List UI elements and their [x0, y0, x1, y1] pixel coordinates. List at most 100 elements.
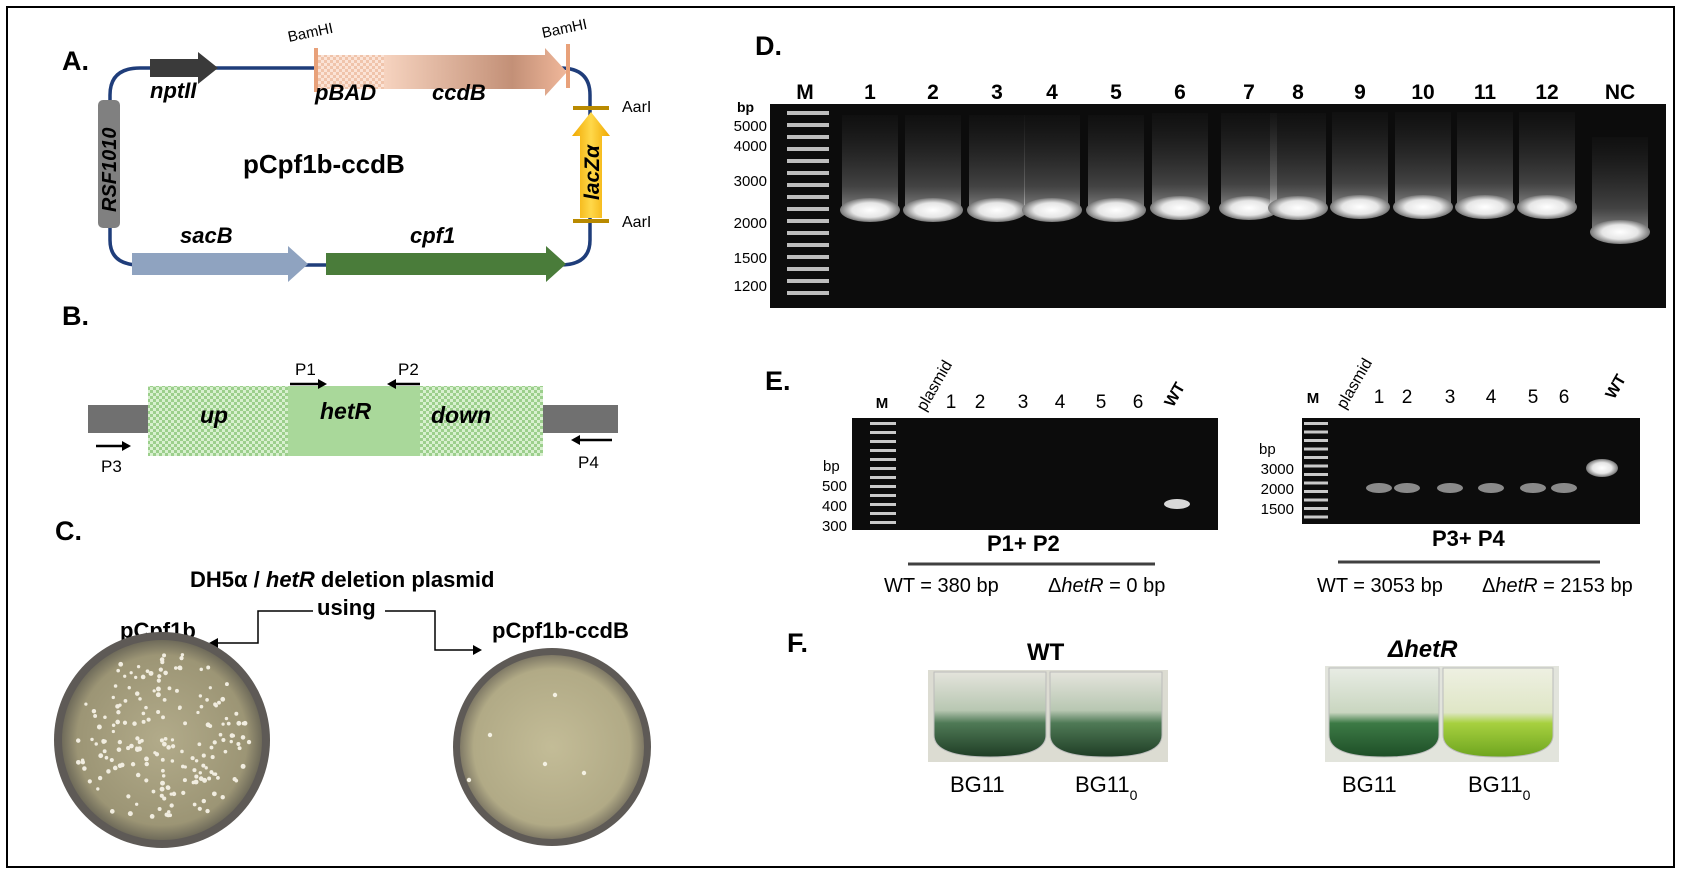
colony: [113, 684, 118, 688]
gel-e1-ladder-band: [870, 467, 896, 470]
gel-d-ladder-band: [787, 207, 829, 211]
gel-d-lane-label: 11: [1474, 81, 1497, 104]
colony: [178, 705, 182, 710]
colony: [163, 670, 168, 676]
primer-p4-arrow: [571, 435, 612, 445]
RSF1010-gene-box: [98, 100, 120, 228]
gel-d-ladder-band: [787, 279, 829, 283]
gel-d-smear: [842, 115, 898, 210]
colony: [196, 710, 200, 715]
gel-e2-band: [1520, 483, 1546, 493]
colony: [130, 762, 136, 767]
colony: [116, 668, 120, 673]
colony: [183, 721, 188, 726]
colony: [90, 737, 94, 742]
colony: [156, 709, 161, 715]
colony: [96, 724, 102, 730]
gel-d-smear: [1088, 115, 1144, 210]
colony: [161, 715, 165, 720]
colony: [170, 738, 175, 742]
panel-b-label: B.: [62, 301, 89, 331]
lacZ-label: lacZα: [581, 144, 604, 200]
primer-p2-arrow: [387, 379, 420, 389]
colony: [198, 776, 204, 781]
colony: [170, 759, 175, 763]
gel-d-ladder-label: 4000: [734, 138, 767, 155]
colony: [157, 674, 162, 679]
colony: [82, 766, 87, 771]
mutant-culture-photo: [1325, 666, 1559, 762]
gel-d-smear: [1152, 113, 1208, 208]
colony: [240, 763, 246, 769]
gel-d-lane-label: 12: [1535, 81, 1558, 104]
gel-e1-ladder-band: [870, 485, 896, 488]
colony: [126, 746, 131, 751]
plate-pcpf1b-ccdB: [453, 648, 651, 846]
colony: [229, 739, 233, 744]
gel-d-ladder-label: 1500: [734, 250, 767, 267]
gel-d-band: [840, 198, 900, 222]
gel-d-smear: [969, 115, 1025, 210]
mutant-bg11-label: BG11: [1342, 772, 1397, 797]
gel-e1-ladder-band: [870, 422, 896, 425]
panel-e-label: E.: [765, 366, 791, 396]
colony: [111, 723, 116, 728]
colony: [163, 736, 168, 741]
gel-e1-lane-label: 2: [975, 392, 986, 413]
colony: [106, 769, 111, 774]
colony: [146, 717, 151, 722]
gel-d-ladder-band: [787, 219, 829, 223]
gel-e2-lane-label: plasmid: [1334, 356, 1376, 412]
colony: [175, 688, 179, 693]
gel-e2-primer-pair: P3+ P4: [1432, 526, 1506, 551]
bamhi-left-label: BamHI: [286, 20, 334, 46]
gel-d-ladder-band: [787, 183, 829, 187]
colony: [80, 758, 85, 762]
gel-e1-ladder-band: [870, 512, 896, 515]
colony: [159, 786, 165, 792]
colony: [157, 806, 162, 811]
gel-d-ladder-band: [787, 123, 829, 127]
colony: [123, 698, 128, 703]
gel-d-smear: [1332, 112, 1388, 207]
colony: [194, 774, 199, 779]
colony: [96, 787, 100, 791]
colony: [177, 665, 183, 671]
colony: [104, 755, 109, 760]
colony: [94, 742, 98, 746]
gel-e1-ladder-label: 500: [822, 478, 847, 495]
colony: [84, 702, 88, 706]
aari-bottom-label: AarI: [622, 214, 651, 231]
gel-d-band: [1393, 195, 1453, 219]
right-plate-label: pCpf1b-ccdB: [492, 618, 629, 643]
using-label: using: [317, 595, 376, 620]
colony: [211, 791, 217, 797]
colony: [179, 656, 184, 661]
colony: [109, 757, 114, 763]
gel-d-smear: [1024, 115, 1080, 210]
colony: [159, 793, 164, 798]
colony: [197, 742, 202, 747]
colony: [135, 802, 139, 806]
sacB-gene-arrow: [132, 246, 308, 282]
gel-d-band: [1022, 198, 1082, 222]
colony: [192, 802, 197, 807]
down-homology-arm: [420, 386, 543, 456]
gel-e2-ladder-band: [1304, 439, 1328, 442]
pBAD-label: pBAD: [314, 80, 376, 105]
left-genomic-flank: [88, 405, 148, 433]
colony: [103, 715, 107, 720]
gel-e2-ladder-band: [1304, 473, 1328, 476]
panel-c-label: C.: [55, 516, 82, 546]
gel-d-smear: [1270, 113, 1326, 208]
colony: [156, 678, 161, 683]
gel-d-unit: bp: [737, 99, 754, 115]
mutant-bg11-0-label: BG110: [1468, 772, 1531, 803]
colony: [122, 720, 128, 725]
aari-top-label: AarI: [622, 99, 651, 116]
gel-d-ladder-band: [787, 243, 829, 247]
colony: [161, 768, 165, 773]
gel-d-band: [1330, 195, 1390, 219]
gel-d-ladder-band: [787, 159, 829, 163]
gel-e2-ladder-band: [1304, 490, 1328, 493]
